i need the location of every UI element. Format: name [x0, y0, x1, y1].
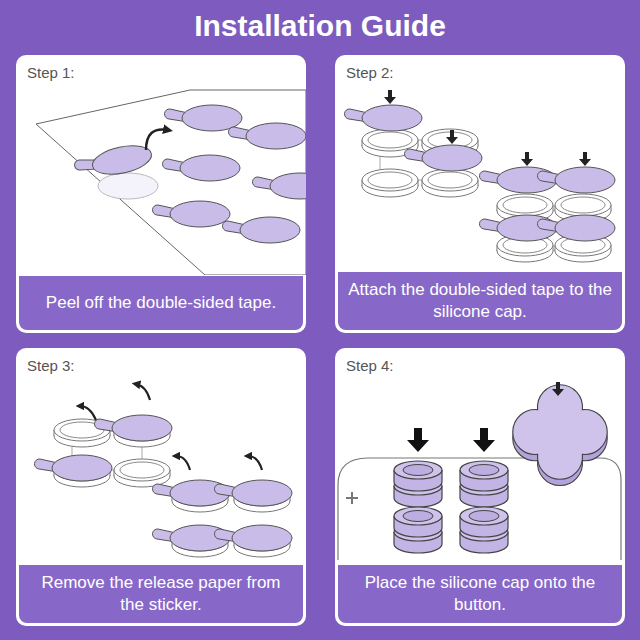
page-title: Installation Guide [0, 6, 640, 46]
caption-text: Remove the release paper from the sticke… [19, 572, 303, 616]
step-label: Step 1: [27, 64, 75, 82]
step-label: Step 4: [346, 357, 394, 375]
caption-band: Place the silicone cap onto the button. [338, 565, 622, 623]
caption-text: Attach the double-sided tape to the sili… [338, 279, 622, 323]
caption-band: Attach the double-sided tape to the sili… [338, 272, 622, 330]
caption-text: Place the silicone cap onto the button. [338, 572, 622, 616]
caption-band: Remove the release paper from the sticke… [19, 565, 303, 623]
step-label: Step 2: [346, 64, 394, 82]
caption-band: Peel off the double-sided tape. [19, 276, 303, 330]
caption-text: Peel off the double-sided tape. [36, 292, 286, 314]
step-label: Step 3: [27, 357, 75, 375]
